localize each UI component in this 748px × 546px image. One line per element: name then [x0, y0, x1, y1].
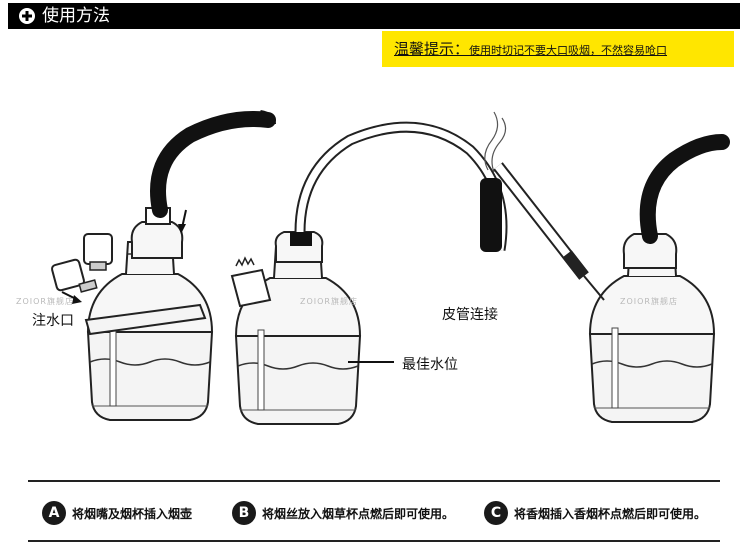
plus-circle-icon [19, 8, 35, 24]
bottle-a [51, 110, 276, 421]
water-level-label: 最佳水位 [402, 357, 458, 373]
watermark-1: ZOIOR旗舰店 [16, 297, 74, 306]
watermark-2: ZOIOR旗舰店 [300, 297, 358, 306]
step-a-badge: A [42, 501, 66, 525]
watermark-3: ZOIOR旗舰店 [620, 297, 678, 306]
water-inlet-label: 注水口 [32, 313, 74, 329]
step-b: B 将烟丝放入烟草杯点燃后即可使用。 [232, 500, 454, 526]
step-b-badge: B [232, 501, 256, 525]
section-title: 使用方法 [42, 6, 110, 26]
warm-tip-banner: 温馨提示：使用时切记不要大口吸烟，不然容易呛口 [382, 31, 734, 67]
steps-divider-top [28, 480, 720, 482]
section-header-bar: 使用方法 [8, 3, 740, 29]
hose-connection-label: 皮管连接 [442, 307, 498, 323]
step-c-text: 将香烟插入香烟杯点燃后即可使用。 [514, 506, 707, 521]
step-c: C 将香烟插入香烟杯点燃后即可使用。 [484, 500, 706, 526]
tip-label: 温馨提示： [394, 40, 470, 58]
bottle-c [493, 134, 730, 423]
step-a: A 将烟嘴及烟杯插入烟壶 [42, 500, 192, 526]
step-b-text: 将烟丝放入烟草杯点燃后即可使用。 [262, 506, 455, 521]
steps-divider-bottom [28, 540, 720, 542]
bottle-b [230, 111, 508, 425]
tip-body: 使用时切记不要大口吸烟，不然容易呛口 [469, 44, 668, 57]
step-c-badge: C [484, 501, 508, 525]
step-a-text: 将烟嘴及烟杯插入烟壶 [72, 506, 193, 521]
